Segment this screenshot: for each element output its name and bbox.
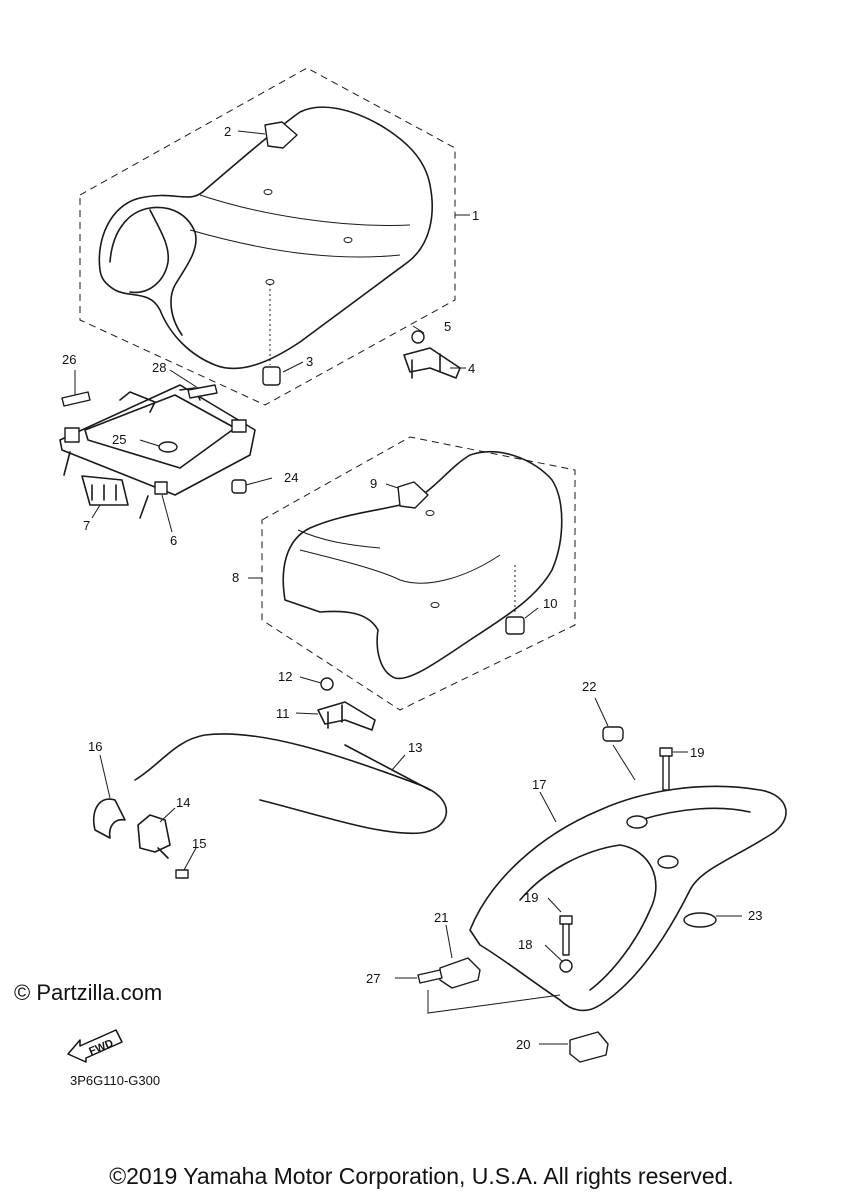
damper-part-3 bbox=[262, 366, 281, 386]
callout-20: 20 bbox=[516, 1037, 530, 1052]
callout-15: 15 bbox=[192, 836, 206, 851]
callout-8: 8 bbox=[232, 570, 239, 585]
fwd-arrow-icon: FWD bbox=[67, 1029, 123, 1063]
rear-carrier-assembly bbox=[417, 726, 787, 1063]
rear-seat-assembly bbox=[261, 436, 576, 711]
label-part-28 bbox=[187, 384, 218, 399]
grommet-part-25 bbox=[158, 441, 178, 453]
nut-part-5 bbox=[411, 330, 425, 344]
screw-part-15 bbox=[175, 869, 189, 879]
callout-22: 22 bbox=[582, 679, 596, 694]
callout-19-lower: 19 bbox=[524, 890, 538, 905]
callout-3: 3 bbox=[306, 354, 313, 369]
lock-part-14 bbox=[137, 814, 171, 859]
callout-2: 2 bbox=[224, 124, 231, 139]
callout-27: 27 bbox=[366, 971, 380, 986]
lock-part-7 bbox=[81, 475, 129, 506]
label-part-27 bbox=[417, 969, 443, 984]
rear-bracket-assembly bbox=[317, 677, 376, 731]
callout-24: 24 bbox=[284, 470, 298, 485]
callout-4: 4 bbox=[468, 361, 475, 376]
callout-16: 16 bbox=[88, 739, 102, 754]
callout-23: 23 bbox=[748, 908, 762, 923]
rear-seat-dashed-frame bbox=[261, 436, 576, 711]
bracket-part-4 bbox=[403, 347, 461, 379]
bolt-part-19-upper bbox=[659, 747, 673, 791]
seat-tab-part-2 bbox=[264, 121, 298, 149]
callout-18: 18 bbox=[518, 937, 532, 952]
callout-6: 6 bbox=[170, 533, 177, 548]
callout-17: 17 bbox=[532, 777, 546, 792]
callout-5: 5 bbox=[444, 319, 451, 334]
label-part-26 bbox=[61, 391, 91, 407]
plate-part-23 bbox=[683, 912, 717, 928]
cap-part-20 bbox=[569, 1031, 609, 1063]
callout-7: 7 bbox=[83, 518, 90, 533]
bolt-part-19-lower bbox=[559, 915, 573, 956]
damper-part-10 bbox=[505, 616, 525, 635]
diagram-code: 3P6G110-G300 bbox=[70, 1073, 161, 1088]
seat-lock-cable-assembly bbox=[93, 733, 448, 879]
seat-base-assembly bbox=[59, 384, 256, 519]
cable-part-13 bbox=[134, 733, 448, 835]
seat-base-part-6 bbox=[59, 384, 256, 496]
front-seat-assembly bbox=[79, 67, 456, 406]
callout-13: 13 bbox=[408, 740, 422, 755]
nut-part-12 bbox=[320, 677, 334, 691]
callout-1: 1 bbox=[472, 208, 479, 223]
damper-part-24 bbox=[231, 479, 247, 494]
lever-part-16 bbox=[93, 798, 126, 839]
callout-14: 14 bbox=[176, 795, 190, 810]
copyright-notice: ©2019 Yamaha Motor Corporation, U.S.A. A… bbox=[109, 1163, 734, 1189]
callout-26: 26 bbox=[62, 352, 76, 367]
callout-9: 9 bbox=[370, 476, 377, 491]
callout-19-upper: 19 bbox=[690, 745, 704, 760]
seat-bracket-assembly bbox=[403, 330, 461, 379]
collar-part-18 bbox=[559, 959, 573, 973]
bracket-part-11 bbox=[317, 701, 376, 731]
callout-11: 11 bbox=[276, 706, 290, 721]
carrier-part-17 bbox=[469, 785, 787, 1012]
cap-part-21 bbox=[439, 957, 481, 989]
rear-seat-part-8 bbox=[282, 451, 563, 680]
callout-21: 21 bbox=[434, 910, 448, 925]
front-seat-part bbox=[98, 106, 433, 370]
callout-25: 25 bbox=[112, 432, 126, 447]
rear-seat-tab-part-9 bbox=[397, 481, 429, 509]
callout-labels: 1 2 3 4 5 6 7 8 9 10 11 12 13 14 15 16 1… bbox=[62, 124, 762, 1052]
callout-28: 28 bbox=[152, 360, 166, 375]
callout-12: 12 bbox=[278, 669, 292, 684]
watermark-text: © Partzilla.com bbox=[14, 980, 163, 1005]
front-seat-dashed-frame bbox=[79, 67, 456, 406]
leader-lines bbox=[74, 130, 742, 1045]
collar-part-22 bbox=[602, 726, 624, 742]
callout-10: 10 bbox=[543, 596, 557, 611]
